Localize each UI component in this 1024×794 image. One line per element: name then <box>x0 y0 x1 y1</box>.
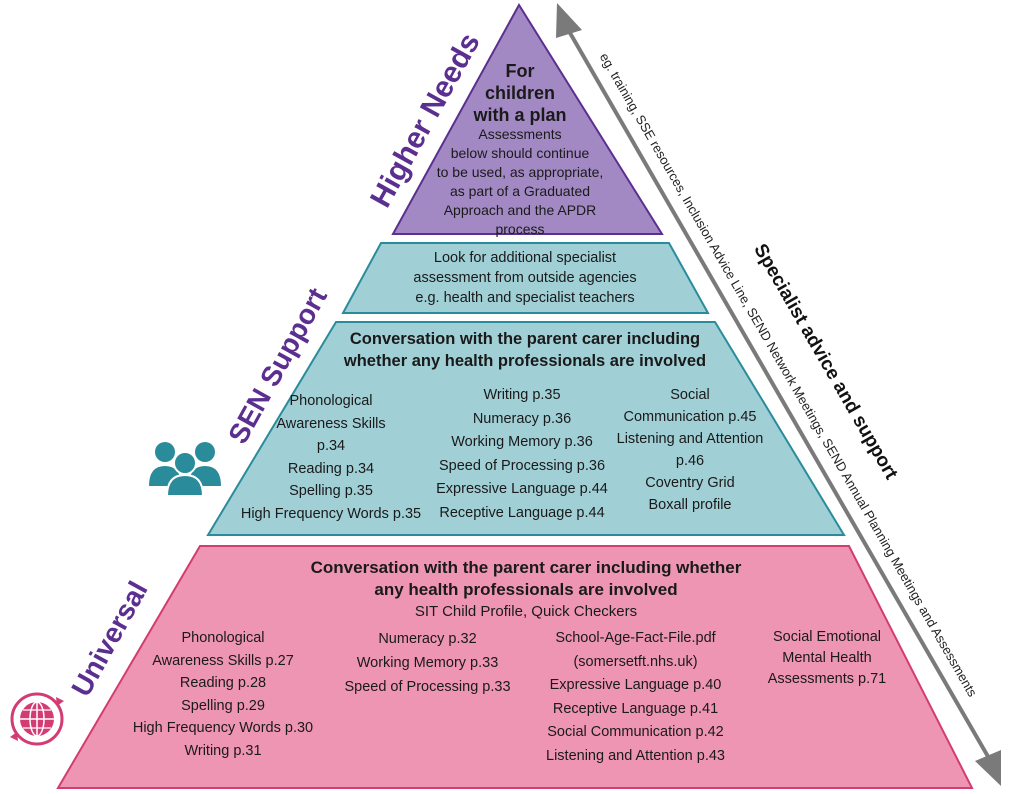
universal-col2: Numeracy p.32 Working Memory p.33 Speed … <box>344 631 511 695</box>
sen-support-heading: Conversation with the parent carer inclu… <box>343 330 707 370</box>
higher-needs-tier <box>391 3 664 235</box>
sen-support-col1: Phonological Awareness Skills p.34 Readi… <box>240 393 422 522</box>
universal-col1: Phonological Awareness Skills p.27 Readi… <box>132 630 314 759</box>
sen-support-col3: Social Communication p.45 Listening and … <box>616 387 764 513</box>
higher-needs-title: For children with a plan <box>473 61 567 125</box>
universal-heading: Conversation with the parent carer inclu… <box>310 558 742 620</box>
sen-support-col2: Writing p.35 Numeracy p.36 Working Memor… <box>436 387 608 521</box>
double-arrow-icon <box>556 3 1001 786</box>
specialist-band <box>341 242 710 314</box>
universal-col4: Social Emotional Mental Health Assessmen… <box>767 629 887 687</box>
people-group-icon <box>149 442 221 497</box>
specialist-band-text: Look for additional specialist assessmen… <box>413 250 637 306</box>
globe-refresh-icon <box>10 692 64 746</box>
universal-tier <box>56 545 974 789</box>
higher-needs-body: Assessments below should continue to be … <box>436 126 604 237</box>
universal-col3: School-Age-Fact-File.pdf (somersetft.nhs… <box>546 630 725 764</box>
sen-support-tier <box>206 321 846 536</box>
